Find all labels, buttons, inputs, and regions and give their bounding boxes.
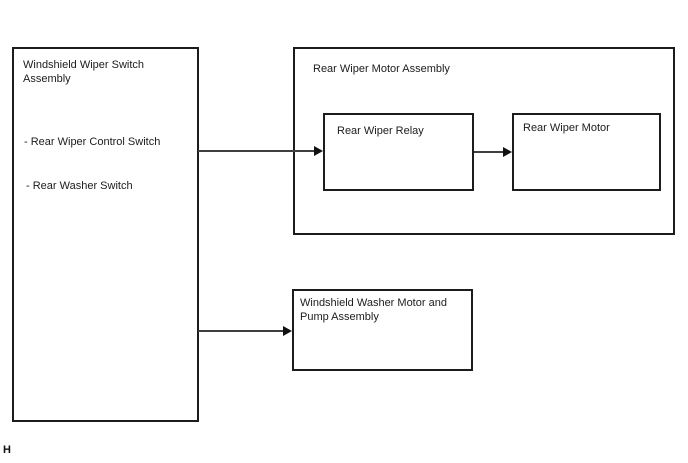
connector-switch-to-washer-line	[198, 330, 283, 332]
rear-wiper-relay-box: Rear Wiper Relay	[323, 113, 474, 191]
connector-switch-to-washer-arrowhead-icon	[283, 326, 292, 336]
windshield-washer-motor-pump-assembly-box: Windshield Washer Motor and Pump Assembl…	[292, 289, 473, 371]
rear-wiper-motor-box: Rear Wiper Motor	[512, 113, 661, 191]
windshield-wiper-switch-assembly-box: Windshield Wiper Switch Assembly - Rear …	[12, 47, 199, 422]
rear-wiper-motor-assembly-title: Rear Wiper Motor Assembly	[313, 63, 450, 75]
windshield-washer-motor-pump-assembly-label: Windshield Washer Motor and Pump Assembl…	[300, 297, 447, 323]
connector-switch-to-relay-arrowhead-icon	[314, 146, 323, 156]
connector-relay-to-motor-arrowhead-icon	[503, 147, 512, 157]
connector-switch-to-relay-line	[198, 150, 314, 152]
rear-wiper-motor-assembly-box: Rear Wiper Motor Assembly Rear Wiper Rel…	[293, 47, 675, 235]
windshield-wiper-switch-assembly-title: Windshield Wiper Switch Assembly	[23, 59, 145, 85]
rear-wiper-relay-label: Rear Wiper Relay	[337, 125, 424, 137]
connector-relay-to-motor-line	[474, 151, 503, 153]
page-marker: H	[3, 444, 11, 456]
rear-wiper-control-switch-item: - Rear Wiper Control Switch	[24, 136, 161, 148]
rear-washer-switch-item: - Rear Washer Switch	[26, 180, 133, 192]
rear-wiper-motor-label: Rear Wiper Motor	[523, 122, 610, 134]
